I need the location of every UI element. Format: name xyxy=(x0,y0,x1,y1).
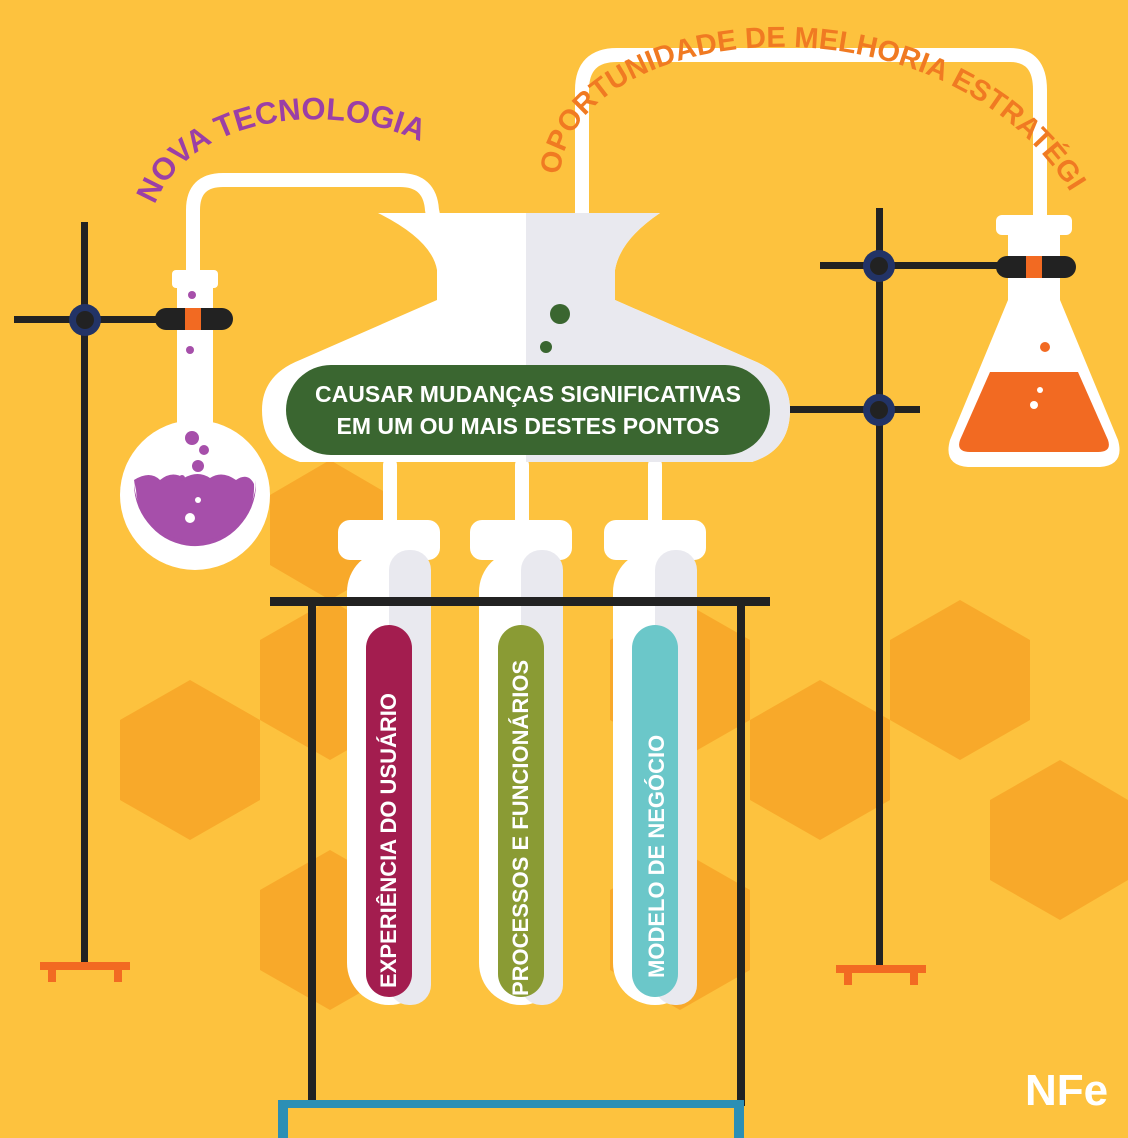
test-tube-3: MODELO DE NEGÓCIO xyxy=(604,520,706,1005)
test-tube-1: EXPERIÊNCIA DO USUÁRIO xyxy=(338,520,440,1005)
tube-1-label: EXPERIÊNCIA DO USUÁRIO xyxy=(376,693,401,988)
retort-stand-left xyxy=(14,222,224,982)
tube-3-label: MODELO DE NEGÓCIO xyxy=(644,735,669,978)
erlenmeyer-flask-icon xyxy=(948,215,1120,467)
tube-2-label: PROCESSOS E FUNCIONÁRIOS xyxy=(508,660,533,996)
round-flask-icon xyxy=(120,270,270,570)
tube-rack-icon xyxy=(270,597,770,1138)
center-line-1: CAUSAR MUDANÇAS SIGNIFICATIVAS xyxy=(315,381,741,407)
new-tech-label: NOVA TECNOLOGIA xyxy=(129,91,431,208)
center-banner xyxy=(286,365,770,455)
nfe-logo: NFe xyxy=(1025,1066,1108,1115)
funnel-flask-icon: CAUSAR MUDANÇAS SIGNIFICATIVAS EM UM OU … xyxy=(262,213,790,462)
center-line-2: EM UM OU MAIS DESTES PONTOS xyxy=(337,413,720,439)
retort-stand-right xyxy=(780,208,1070,985)
test-tube-2: PROCESSOS E FUNCIONÁRIOS xyxy=(470,520,572,1005)
glass-tubes xyxy=(186,48,1047,537)
